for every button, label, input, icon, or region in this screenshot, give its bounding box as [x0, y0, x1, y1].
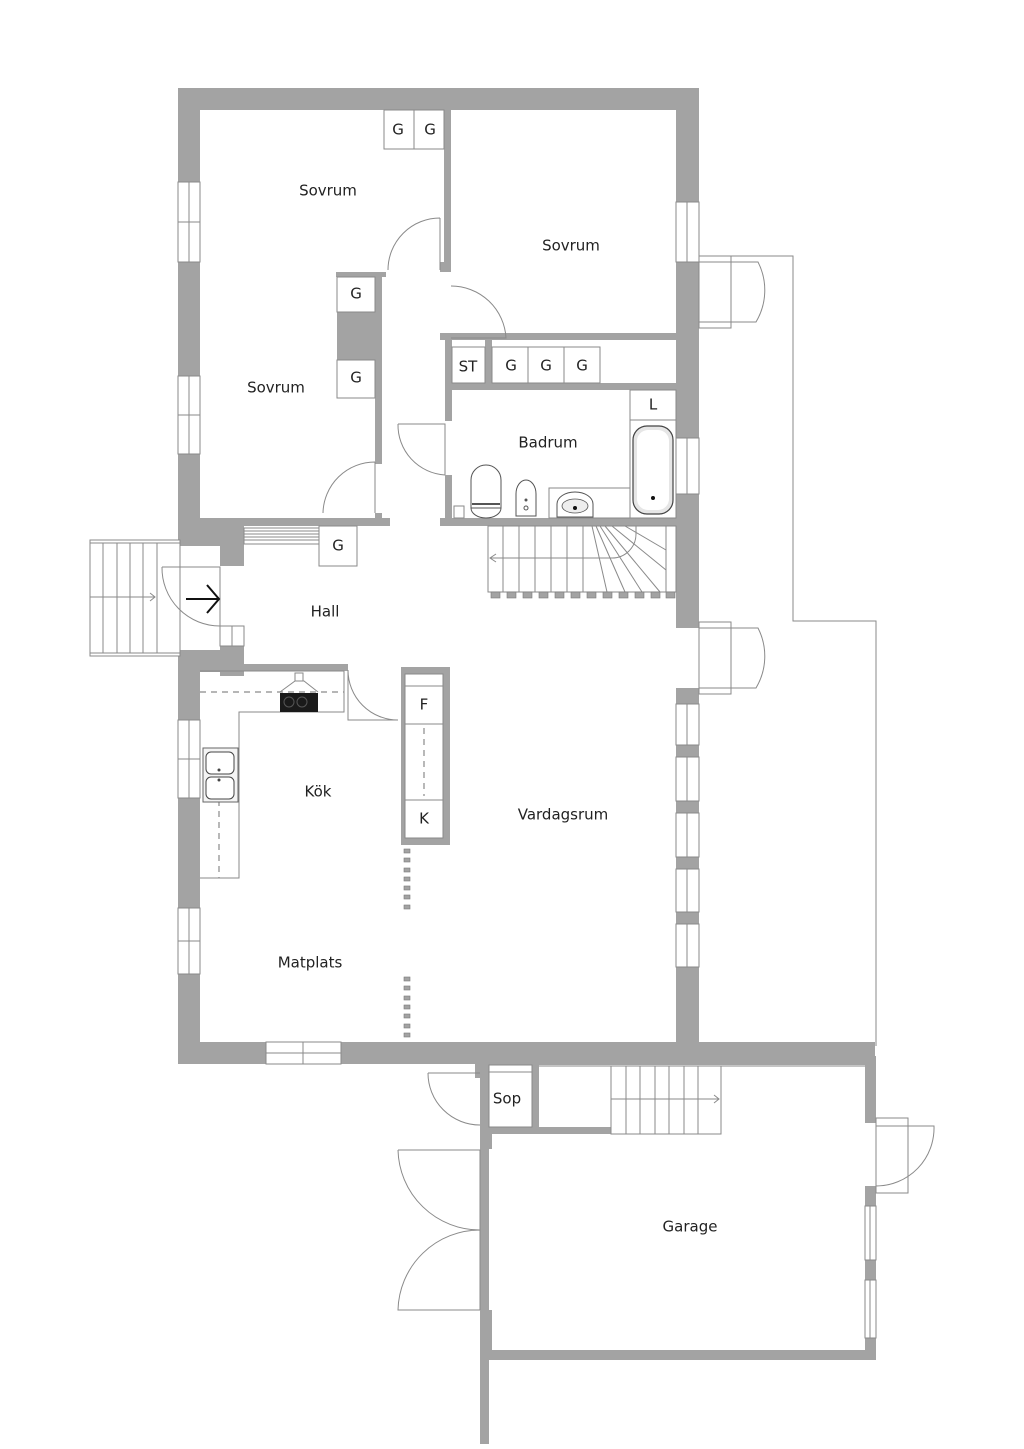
- bidet-icon: [515, 479, 537, 517]
- room-label-matplats: Matplats: [278, 954, 343, 972]
- appliance-label: F: [420, 696, 429, 714]
- doors: [322, 217, 766, 721]
- kitchen-sink-icon: [202, 747, 239, 803]
- terrace-outline: [699, 255, 877, 1046]
- room-label-sovrum: Sovrum: [542, 237, 600, 255]
- closet-label: G: [576, 357, 588, 375]
- sop-closet: [488, 1064, 533, 1128]
- closet-label: G: [540, 357, 552, 375]
- closet-label: G: [424, 121, 436, 139]
- closet-labels: G G G G ST G G G L G F K: [332, 121, 658, 828]
- closet-label: L: [649, 396, 658, 414]
- room-label-vardagsrum: Vardagsrum: [518, 806, 609, 824]
- bathtub-icon: [629, 419, 677, 519]
- room-label-badrum: Badrum: [518, 434, 577, 452]
- room-label-sop: Sop: [493, 1090, 521, 1108]
- kitchen-island: [404, 673, 444, 839]
- sink-icon: [548, 487, 631, 519]
- appliance-label: K: [419, 810, 430, 828]
- room-label-kok: Kök: [305, 783, 332, 801]
- indoor-stairs: [487, 525, 677, 599]
- closet-label: ST: [459, 358, 479, 376]
- room-label-garage: Garage: [663, 1218, 718, 1236]
- garage-stairs: [539, 1065, 865, 1135]
- entrance-arrow-icon: [186, 584, 221, 614]
- entrance-stairs: [89, 539, 221, 657]
- radiator: [243, 527, 320, 545]
- room-label-sovrum: Sovrum: [299, 182, 357, 200]
- room-labels: Sovrum Sovrum Sovrum Badrum Hall Kök Var…: [247, 182, 717, 1236]
- closet-label: G: [350, 369, 362, 387]
- windows: [177, 181, 700, 1065]
- room-label-sovrum: Sovrum: [247, 379, 305, 397]
- garage-doors: [397, 1072, 935, 1311]
- closet-label: G: [350, 285, 362, 303]
- closet-label: G: [332, 537, 344, 555]
- stove-icon: [279, 672, 319, 712]
- closets: [318, 109, 677, 567]
- room-label-hall: Hall: [311, 603, 340, 621]
- closet-label: G: [392, 121, 404, 139]
- toilet-icon: [453, 464, 502, 519]
- room-divider-posts: [403, 848, 411, 1038]
- closet-label: G: [505, 357, 517, 375]
- interior-walls: [200, 110, 676, 845]
